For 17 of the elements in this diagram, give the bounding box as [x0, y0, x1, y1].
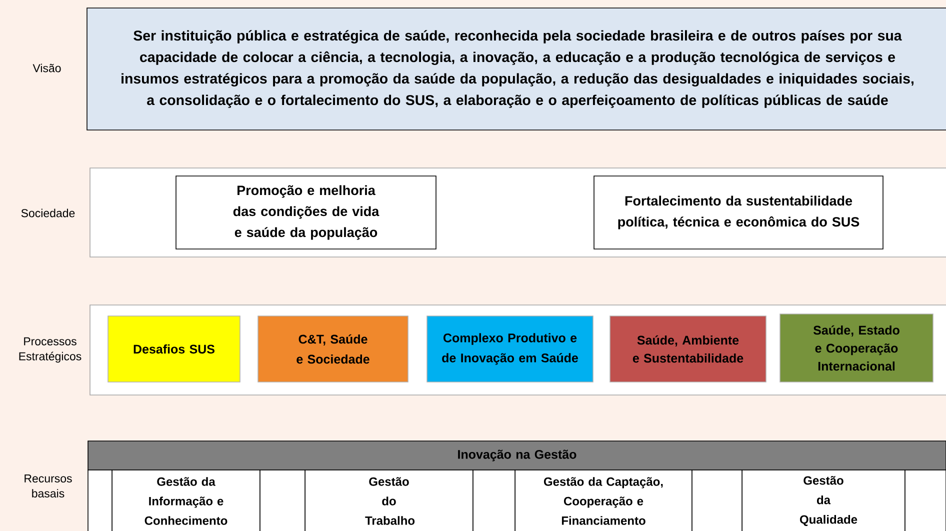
process-box: Saúde, Ambiente e Sustentabilidade — [610, 316, 766, 382]
process-box: C&T, Saúde e Sociedade — [258, 316, 408, 382]
node-label: Gestão da Qualidade — [800, 476, 858, 526]
node-label: Gestão da Captação, Cooperação e Financiamento — [544, 477, 663, 525]
table-header: Inovação na Gestão — [88, 440, 946, 470]
node-label: Gestão da Informação e Conhecimento — [144, 477, 228, 525]
text-box: Fortalecimento da sustentabilidade política, técnica e econômica do SUS — [594, 176, 884, 250]
row-label: Recursos basais — [24, 474, 72, 498]
row-label: Sociedade — [21, 208, 75, 218]
process-box: Saúde, Estado e Cooperação Internacional — [780, 314, 934, 382]
vision-box: Ser instituição pública e estratégica de saúde, reconhecida pela sociedade brasileira e de outros países por sua capacidade de colocar a ciência, a tecnologia, a inovação, a educação e a produção tecnológica de serviços e insumos estratégicos para a promoção da saúde da população, a redução das desigualdades e iniquidades sociais, a consolidação e o fortalecimento do SUS, a elaboração e o aperfeiçoamento de políticas públicas de saúde — [86, 8, 946, 130]
node-label: Gestão do Trabalho — [365, 477, 415, 525]
process-box: Complexo Produtivo e de Inovação em Saúde — [426, 316, 594, 382]
process-box: Desafios SUS — [108, 316, 240, 382]
text-box: Promoção e melhoria das condições de vida e saúde da população — [176, 176, 436, 250]
row-label: Processos Estratégicos — [19, 337, 82, 363]
row-label: Visão — [32, 64, 61, 72]
